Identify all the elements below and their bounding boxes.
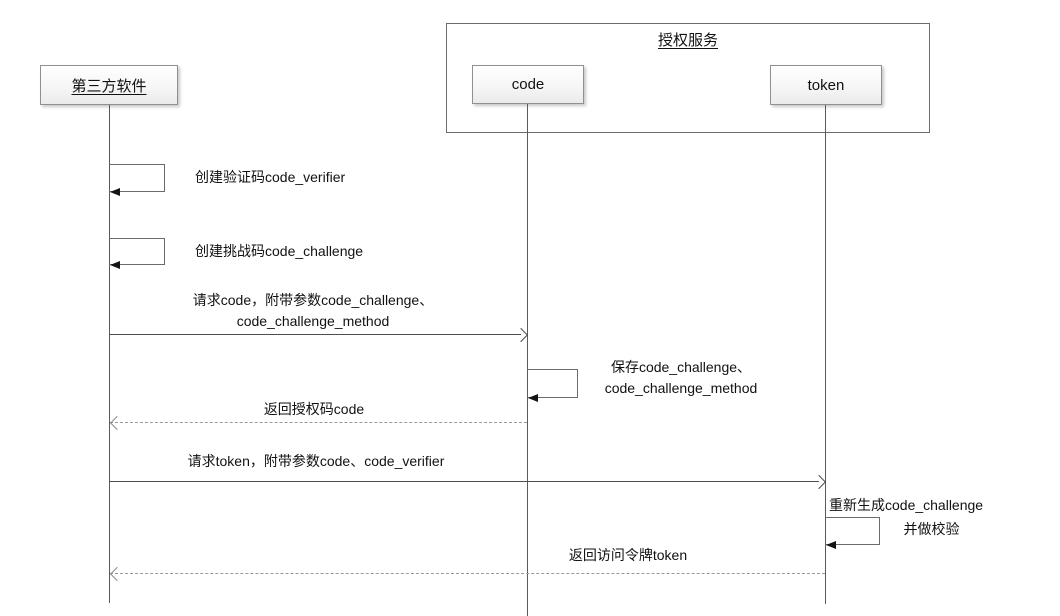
message-line-request-code (109, 334, 521, 335)
self-loop-save-challenge (527, 369, 578, 398)
actor-box-code: code (472, 65, 584, 104)
message-label-regenerate-line1: 重新生成code_challenge (829, 497, 984, 513)
self-loop-create-challenge (109, 238, 165, 265)
message-label-request-token: 请求token，附带参数code、code_verifier (187, 453, 445, 469)
message-label-save-challenge: 保存code_challenge、 code_challenge_method (581, 357, 781, 399)
lifeline-third-party (109, 105, 110, 603)
return-line-code (110, 422, 527, 423)
message-label-create-verifier: 创建验证码code_verifier (195, 169, 346, 185)
filled-arrowhead-icon (110, 261, 120, 269)
self-loop-regenerate-challenge (825, 517, 880, 545)
filled-arrowhead-icon (110, 188, 120, 196)
actor-box-token: token (770, 65, 882, 105)
message-label-line2: code_challenge_method (604, 380, 758, 396)
lifeline-token (825, 105, 826, 604)
message-label-return-code: 返回授权码code (263, 401, 365, 417)
message-label-line1: 保存code_challenge、 (610, 359, 752, 375)
open-arrowhead-icon (109, 415, 125, 431)
message-line-request-token (109, 481, 819, 482)
auth-service-frame: 授权服务 (446, 23, 930, 133)
message-label-line2: code_challenge_method (236, 313, 390, 329)
actor-label-third-party: 第三方软件 (71, 77, 147, 95)
message-label-return-token: 返回访问令牌token (568, 547, 688, 563)
message-label-request-code: 请求code，附带参数code_challenge、 code_challeng… (153, 290, 473, 332)
open-arrowhead-icon (513, 327, 529, 343)
actor-label-token: token (807, 76, 845, 94)
message-label-regenerate-line2: 并做校验 (903, 521, 960, 537)
filled-arrowhead-icon (826, 541, 836, 549)
message-label-line1: 请求code，附带参数code_challenge、 (192, 292, 434, 308)
auth-service-title: 授权服务 (657, 32, 718, 49)
filled-arrowhead-icon (528, 394, 538, 402)
return-line-token (110, 573, 825, 574)
message-label-create-challenge: 创建挑战码code_challenge (195, 243, 364, 259)
actor-box-third-party: 第三方软件 (40, 65, 178, 105)
actor-label-code: code (511, 76, 545, 93)
open-arrowhead-icon (109, 566, 125, 582)
open-arrowhead-icon (811, 474, 827, 490)
lifeline-code (527, 104, 528, 616)
self-loop-create-verifier (109, 164, 165, 192)
